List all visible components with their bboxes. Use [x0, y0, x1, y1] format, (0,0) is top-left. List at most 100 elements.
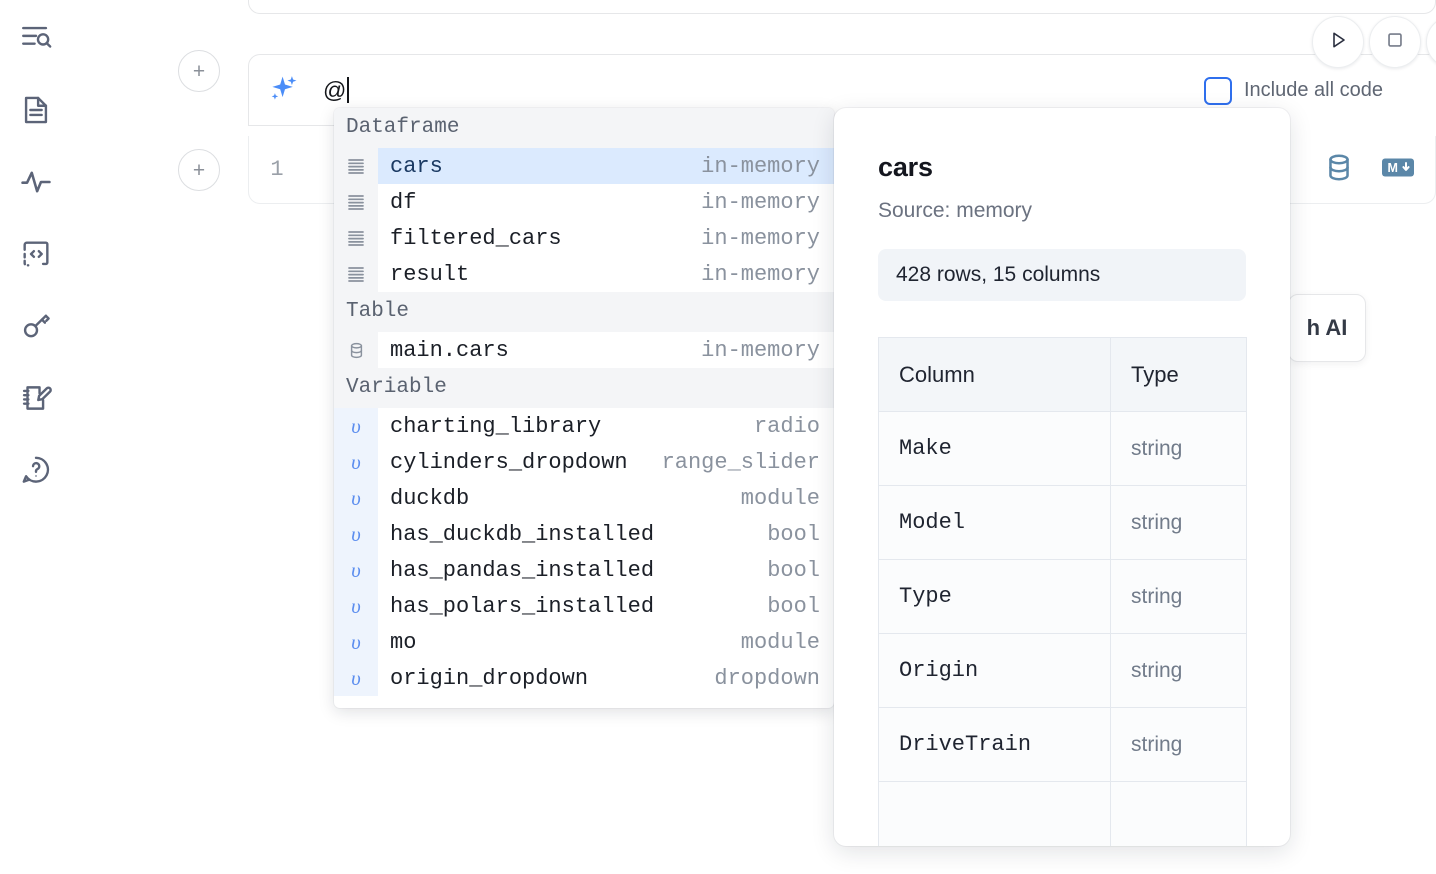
- autocomplete-item[interactable]: υ has_duckdb_installed bool: [334, 516, 834, 552]
- autocomplete-item-kind: dropdown: [714, 665, 820, 691]
- autocomplete-item-name: cars: [390, 153, 443, 179]
- variable-icon: υ: [334, 408, 378, 444]
- ai-prompt-input[interactable]: @: [323, 55, 350, 125]
- autocomplete-item-kind: in-memory: [701, 337, 820, 363]
- autocomplete-item-kind: module: [740, 485, 820, 511]
- notebook-pencil-icon: [19, 381, 53, 415]
- include-all-code-label: Include all code: [1244, 79, 1383, 101]
- add-cell-button-bottom[interactable]: +: [178, 149, 220, 191]
- preview-source: Source: memory: [878, 199, 1033, 222]
- sidebar-item-secrets[interactable]: [12, 302, 60, 350]
- variable-icon: υ: [334, 516, 378, 552]
- cell-column-name: Type: [878, 559, 1111, 634]
- autocomplete-item[interactable]: result in-memory: [334, 256, 834, 292]
- cell-column-type: string: [1110, 633, 1247, 708]
- autocomplete-item[interactable]: main.cars in-memory: [334, 332, 834, 368]
- svg-text:M: M: [1388, 161, 1398, 175]
- table-header-row: Column Type: [878, 337, 1247, 412]
- table-db-icon: [334, 332, 378, 368]
- autocomplete-item[interactable]: df in-memory: [334, 184, 834, 220]
- table-row: Make string: [878, 411, 1247, 486]
- autocomplete-item-kind: in-memory: [701, 153, 820, 179]
- autocomplete-item[interactable]: υ duckdb module: [334, 480, 834, 516]
- autocomplete-group-header: Table: [334, 292, 834, 332]
- autocomplete-item-kind: in-memory: [701, 225, 820, 251]
- autocomplete-item-kind: in-memory: [701, 189, 820, 215]
- cell-column-name: [878, 781, 1111, 846]
- dataframe-icon: [334, 220, 378, 256]
- autocomplete-item[interactable]: υ cylinders_dropdown range_slider: [334, 444, 834, 480]
- cell-column-name: Make: [878, 411, 1111, 486]
- variable-icon: υ: [334, 624, 378, 660]
- autocomplete-item[interactable]: υ mo module: [334, 624, 834, 660]
- autocomplete-item[interactable]: cars in-memory: [334, 148, 834, 184]
- variable-icon: υ: [334, 444, 378, 480]
- table-row-clipped: [878, 781, 1247, 846]
- cell-column-name: DriveTrain: [878, 707, 1111, 782]
- activity-icon: [19, 165, 53, 199]
- table-row: DriveTrain string: [878, 707, 1247, 782]
- sidebar-item-help[interactable]: [12, 446, 60, 494]
- sidebar-item-explore[interactable]: [12, 14, 60, 62]
- cell-above-partial: [248, 0, 1436, 14]
- cell-column-name: Origin: [878, 633, 1111, 708]
- stop-button[interactable]: [1369, 16, 1421, 68]
- autocomplete-group-header: Dataframe: [334, 108, 834, 148]
- sidebar-item-snippets[interactable]: [12, 230, 60, 278]
- autocomplete-item-name: main.cars: [390, 337, 509, 363]
- autocomplete-item[interactable]: υ has_polars_installed bool: [334, 588, 834, 624]
- sidebar-item-activity[interactable]: [12, 158, 60, 206]
- sidebar-item-notebook[interactable]: [12, 86, 60, 134]
- generate-with-ai-label: h AI: [1306, 315, 1348, 340]
- autocomplete-item-name: result: [390, 261, 470, 287]
- include-all-code-checkbox[interactable]: Include all code: [1204, 76, 1383, 105]
- document-icon: [19, 93, 53, 127]
- autocomplete-item-name: duckdb: [390, 485, 470, 511]
- autocomplete-item-kind: radio: [753, 413, 820, 439]
- checkbox-box[interactable]: [1204, 76, 1232, 105]
- autocomplete-item[interactable]: υ origin_dropdown dropdown: [334, 660, 834, 696]
- play-icon: [1326, 28, 1350, 57]
- dataframe-icon: [334, 184, 378, 220]
- left-activity-bar: [0, 0, 72, 874]
- cell-column-type: string: [1110, 707, 1247, 782]
- autocomplete-item[interactable]: filtered_cars in-memory: [334, 220, 834, 256]
- autocomplete-item-name: filtered_cars: [390, 225, 562, 251]
- autocomplete-item[interactable]: υ charting_library radio: [334, 408, 834, 444]
- autocomplete-item-kind: bool: [767, 557, 820, 583]
- column-header-type: Type: [1110, 337, 1247, 412]
- dataframe-preview-panel: cars Source: memory 428 rows, 15 columns…: [834, 108, 1290, 846]
- table-row: Type string: [878, 559, 1247, 634]
- table-row: Origin string: [878, 633, 1247, 708]
- sidebar-item-scratchpad[interactable]: [12, 374, 60, 422]
- markdown-icon[interactable]: M: [1381, 155, 1415, 184]
- preview-shape-badge: 428 rows, 15 columns: [878, 249, 1246, 301]
- ai-prompt-value: @: [323, 76, 347, 103]
- autocomplete-item-name: origin_dropdown: [390, 665, 589, 691]
- autocomplete-item-kind: bool: [767, 593, 820, 619]
- autocomplete-dropdown[interactable]: Dataframe cars in-memory df i: [334, 108, 834, 708]
- cell-column-name: Model: [878, 485, 1111, 560]
- autocomplete-item-name: mo: [390, 629, 417, 655]
- cell-type-icons: M: [1323, 151, 1415, 188]
- autocomplete-item[interactable]: υ has_pandas_installed bool: [334, 552, 834, 588]
- autocomplete-group-header: Variable: [334, 368, 834, 408]
- variable-icon: υ: [334, 660, 378, 696]
- preview-title: cars: [878, 152, 933, 182]
- autocomplete-item-name: has_duckdb_installed: [390, 521, 655, 547]
- add-cell-button-top[interactable]: +: [178, 50, 220, 92]
- autocomplete-item-name: cylinders_dropdown: [390, 449, 628, 475]
- autocomplete-item-name: df: [390, 189, 417, 215]
- code-brackets-icon: [19, 237, 53, 271]
- variable-icon: υ: [334, 588, 378, 624]
- variable-icon: υ: [334, 552, 378, 588]
- line-number: 1: [270, 157, 284, 182]
- sparkle-icon: [267, 73, 301, 107]
- outline-search-icon: [19, 21, 53, 55]
- database-icon[interactable]: [1323, 151, 1355, 188]
- autocomplete-item-kind: module: [740, 629, 820, 655]
- autocomplete-item-name: has_pandas_installed: [390, 557, 655, 583]
- run-button[interactable]: [1312, 16, 1364, 68]
- generate-with-ai-card[interactable]: h AI: [1288, 294, 1366, 362]
